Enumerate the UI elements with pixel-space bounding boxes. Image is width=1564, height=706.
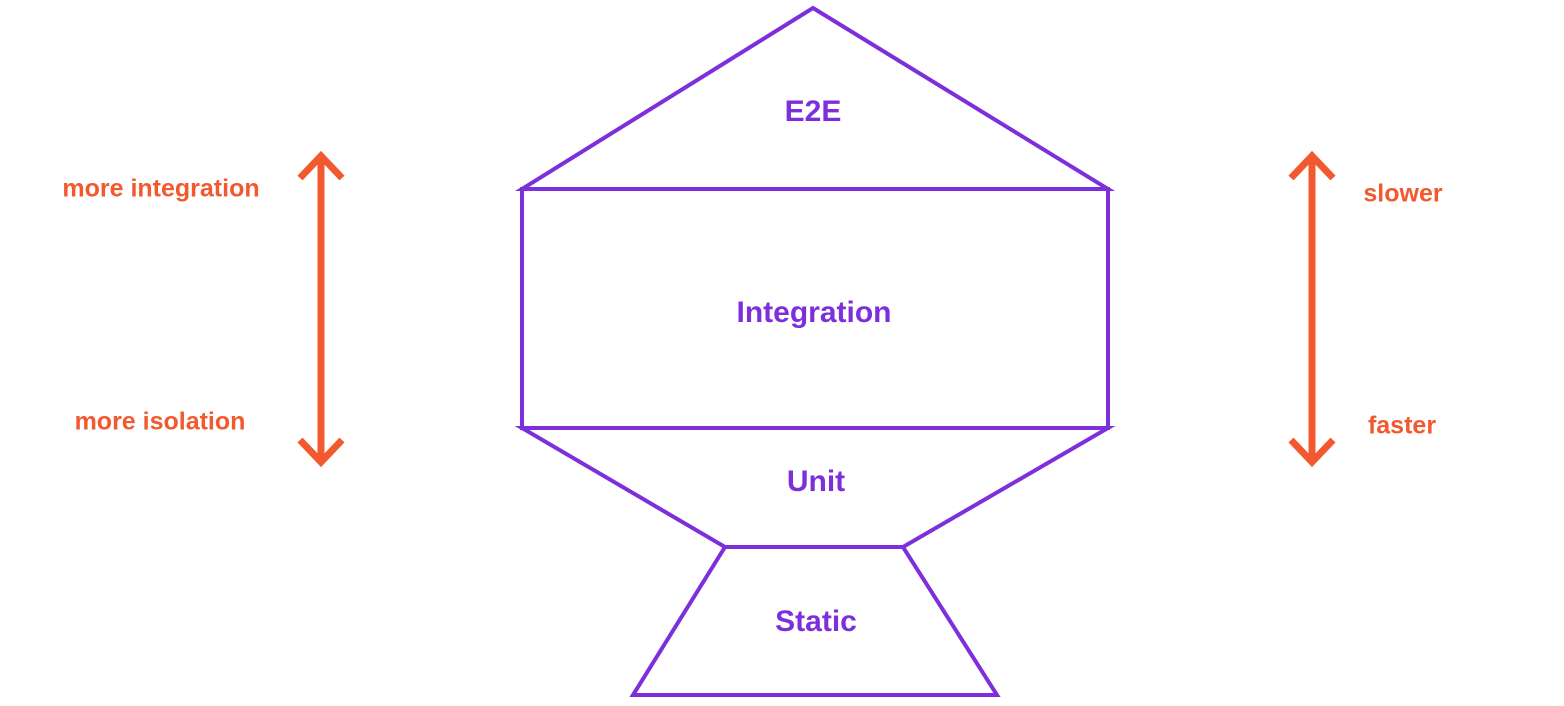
left-double-arrow-icon [297,150,345,468]
more-integration-label: more integration [62,174,260,203]
slower-label: slower [1363,179,1443,208]
right-double-arrow-icon [1288,150,1336,468]
static-trapezoid-shape [629,545,1001,697]
static-label: Static [775,605,857,638]
faster-label: faster [1367,411,1437,440]
more-isolation-label: more isolation [74,407,246,436]
integration-label: Integration [736,296,892,329]
unit-label: Unit [786,465,846,498]
e2e-label: E2E [784,95,842,128]
